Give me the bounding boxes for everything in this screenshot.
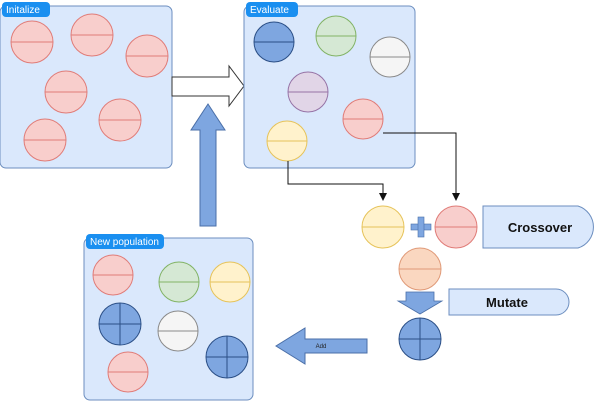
initialize-to-evaluate-arrow (171, 64, 245, 108)
individual-circle (92, 254, 134, 296)
evaluate-panel: Evaluate (243, 2, 416, 169)
selection-connector-red (383, 132, 460, 201)
individual-circle (157, 310, 199, 352)
individual-circle (315, 15, 357, 57)
individual-circle (209, 261, 251, 303)
add-arrow: Add (275, 327, 368, 365)
new-population-tag: New population (86, 234, 164, 249)
crossover-box: Crossover (482, 205, 594, 249)
new-population-label: New population (90, 237, 159, 248)
evaluate-tag: Evaluate (246, 2, 298, 17)
individual-circle (158, 261, 200, 303)
mutate-box: Mutate (448, 288, 570, 316)
individual-circle (253, 21, 295, 63)
individual-circle (369, 36, 411, 78)
individual-circle (266, 120, 308, 162)
individual-circle (10, 20, 54, 64)
add-label: Add (316, 344, 327, 350)
individual-circle (125, 34, 169, 78)
individual-circle (342, 98, 384, 140)
initialize-label: Initalize (6, 5, 40, 16)
selection-connector-yellow (287, 161, 387, 201)
crossover-label: Crossover (508, 220, 572, 235)
mutate-label: Mutate (486, 295, 528, 310)
parent-circle-yellow (361, 205, 405, 249)
individual-circle (23, 118, 67, 162)
initialize-panel: Initalize (0, 2, 173, 169)
offspring-circle (398, 247, 442, 291)
initialize-tag: Initalize (2, 2, 50, 17)
individual-circle (44, 70, 88, 114)
plus-icon (410, 216, 432, 238)
individual-circle (205, 335, 249, 379)
individual-circle (70, 13, 114, 57)
individual-circle (107, 351, 149, 393)
new-population-panel: New population (83, 234, 254, 401)
individual-circle (98, 98, 142, 142)
new-population-to-evaluate-arrow (190, 103, 226, 227)
mutate-down-arrow (396, 291, 444, 315)
individual-circle (98, 302, 142, 346)
individual-circle (287, 71, 329, 113)
mutated-circle (398, 317, 442, 361)
parent-circle-red (434, 205, 478, 249)
evaluate-label: Evaluate (250, 5, 289, 16)
